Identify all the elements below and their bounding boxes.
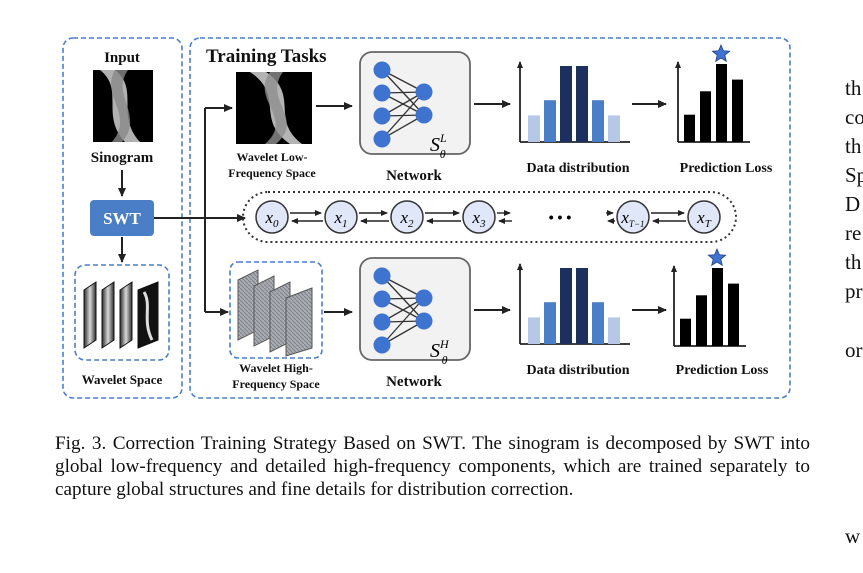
diffusion-chain-border bbox=[242, 191, 737, 243]
chain-ellipsis: • • • bbox=[549, 209, 572, 225]
prediction-loss-chart-low bbox=[675, 43, 750, 143]
side-text-line: D bbox=[845, 192, 861, 216]
chain-node-label: xT bbox=[696, 208, 712, 230]
chain-node bbox=[462, 200, 496, 234]
distribution-low-bar bbox=[592, 100, 604, 142]
network-high bbox=[359, 257, 471, 361]
chain-node bbox=[390, 200, 424, 234]
distribution-high-bar bbox=[528, 317, 540, 344]
swt-box bbox=[90, 200, 154, 236]
low-freq-label-line2: Frequency Space bbox=[228, 166, 316, 180]
side-text-line: co bbox=[845, 105, 863, 129]
distribution-low-bar bbox=[528, 115, 540, 142]
distribution-high-bar bbox=[592, 302, 604, 344]
distribution-low-bar bbox=[544, 100, 556, 142]
loss-high-bar bbox=[680, 318, 691, 346]
chain-node-label: x3 bbox=[471, 208, 486, 230]
distribution-low-bar bbox=[608, 115, 620, 142]
loss-low-star-icon bbox=[711, 43, 731, 63]
swt-label: SWT bbox=[103, 209, 141, 228]
loss-high-star-icon bbox=[707, 247, 727, 267]
loss-low-bar bbox=[684, 114, 695, 142]
chain-node-label: xT−1 bbox=[620, 208, 644, 229]
chain-node bbox=[616, 200, 650, 234]
low-frequency-image bbox=[236, 72, 312, 144]
network-low-node bbox=[373, 107, 391, 125]
chain-node-label: x0 bbox=[264, 208, 279, 230]
network-high-node bbox=[415, 312, 433, 330]
high-freq-box bbox=[229, 261, 323, 359]
chain-node-label: x2 bbox=[399, 208, 414, 230]
prediction-loss-label-low: Prediction Loss bbox=[680, 161, 773, 176]
distribution-high-bar bbox=[576, 268, 588, 344]
prediction-loss-chart-high bbox=[671, 247, 746, 347]
network-high-label: Network bbox=[386, 374, 442, 390]
chain-node bbox=[255, 200, 289, 234]
wavelet-plates-left bbox=[83, 281, 159, 349]
loss-high-bar bbox=[712, 268, 723, 346]
network-high-node bbox=[373, 313, 391, 331]
distribution-low-bar bbox=[560, 66, 572, 142]
network-low-node bbox=[415, 83, 433, 101]
prediction-loss-label-high: Prediction Loss bbox=[676, 363, 769, 378]
sinogram-image bbox=[93, 70, 153, 142]
distribution-high-bar bbox=[544, 302, 556, 344]
high-freq-label-line2: Frequency Space bbox=[232, 377, 320, 391]
diffusion-chain: x0 x1 x2 x3 xT−1 xT • • • bbox=[255, 200, 721, 234]
wavelet-space-label: Wavelet Space bbox=[82, 372, 163, 387]
chain-node-label: x1 bbox=[333, 208, 347, 230]
network-low-label: Network bbox=[386, 168, 442, 184]
side-text-line: th bbox=[845, 76, 862, 100]
high-freq-label-line1: Wavelet High- bbox=[239, 361, 313, 375]
network-low-node bbox=[373, 61, 391, 79]
loss-low-bar bbox=[716, 64, 727, 142]
network-high-node bbox=[373, 336, 391, 354]
data-distribution-chart-low bbox=[517, 61, 630, 143]
training-tasks-title: Training Tasks bbox=[206, 46, 327, 67]
distribution-low-bar bbox=[576, 66, 588, 142]
loss-high-bar bbox=[696, 295, 707, 346]
network-high-node bbox=[373, 267, 391, 285]
data-distribution-chart-high bbox=[517, 263, 630, 345]
network-low-node bbox=[415, 106, 433, 124]
side-text-line: pr bbox=[845, 279, 863, 303]
loss-low-bar bbox=[700, 91, 711, 142]
low-freq-label-line1: Wavelet Low- bbox=[237, 150, 308, 164]
distribution-high-bar bbox=[608, 317, 620, 344]
side-text-line: w bbox=[845, 524, 861, 548]
data-distribution-label-low: Data distribution bbox=[526, 161, 629, 176]
side-text-line: re bbox=[845, 221, 862, 245]
side-text-line: Sp bbox=[845, 163, 863, 187]
distribution-high-bar bbox=[560, 268, 572, 344]
side-text-line: th bbox=[845, 134, 862, 158]
chain-node bbox=[324, 200, 358, 234]
figure-caption: Fig. 3. Correction Training Strategy Bas… bbox=[55, 433, 810, 500]
network-high-node bbox=[415, 289, 433, 307]
sinogram-label: Sinogram bbox=[91, 150, 154, 166]
loss-low-bar bbox=[732, 79, 743, 142]
loss-high-bar bbox=[728, 283, 739, 346]
network-low bbox=[359, 51, 471, 155]
wavelet-space-box bbox=[74, 264, 170, 361]
network-low-node bbox=[373, 84, 391, 102]
side-text-line: or bbox=[845, 338, 863, 362]
network-high-node bbox=[373, 290, 391, 308]
network-low-node bbox=[373, 130, 391, 148]
input-label: Input bbox=[104, 50, 140, 66]
high-frequency-plates bbox=[237, 269, 313, 357]
side-text-line: th bbox=[845, 250, 862, 274]
data-distribution-label-high: Data distribution bbox=[526, 363, 629, 378]
chain-node bbox=[687, 200, 721, 234]
